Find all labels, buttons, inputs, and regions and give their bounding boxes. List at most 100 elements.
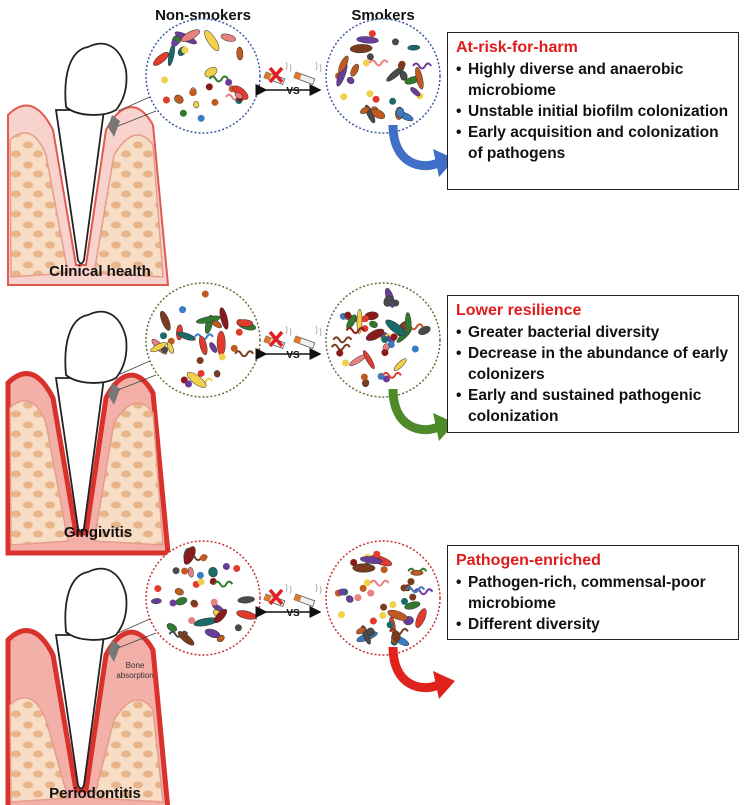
outcome-box: Lower resilienceGreater bacterial divers… <box>447 295 739 433</box>
bacterium-coccus <box>235 328 243 336</box>
outcome-bullet: Early acquisition and colonization of pa… <box>456 122 730 164</box>
bacterium-rod <box>366 627 375 637</box>
bacterium-rod <box>166 623 178 632</box>
bacterium-coccus <box>337 611 345 619</box>
bacterium-spiral <box>368 59 389 67</box>
cigarette-filter <box>263 71 272 80</box>
zoom-line <box>117 110 157 127</box>
bacterium-rod <box>392 631 401 642</box>
outcome-bullet: Decrease in the abundance of early colon… <box>456 343 730 385</box>
bacterium-spiral <box>168 630 189 638</box>
bacterium-rod <box>220 33 236 42</box>
bacterium-coccus <box>379 611 387 619</box>
outcome-list: Greater bacterial diversityDecrease in t… <box>456 322 730 427</box>
bacterium-rod <box>153 51 169 66</box>
bacterium-coccus <box>369 617 377 625</box>
bacterium-coccus <box>362 59 370 67</box>
smoke-icon <box>315 583 322 595</box>
stage-label: Clinical health <box>49 263 151 280</box>
bacterium-coccus <box>230 344 238 352</box>
bacterium-coccus <box>409 593 417 601</box>
bacterium-rod <box>177 631 195 646</box>
bacterium-rod <box>410 87 421 97</box>
bacterium-coccus <box>381 349 389 357</box>
outcome-bullet: Early and sustained pathogenic colonizat… <box>456 385 730 427</box>
zoom-line <box>117 617 153 634</box>
bacterium-rod <box>167 341 174 354</box>
bacterium-rod <box>387 609 408 621</box>
no-smoking-cross-icon <box>268 66 284 84</box>
bacterium-spiral <box>234 350 254 358</box>
bacterium-coccus <box>197 114 205 122</box>
bacterium-coccus <box>350 559 358 567</box>
bacterium-rod <box>216 634 225 643</box>
vs-label: VS <box>286 350 300 361</box>
bacterium-rod <box>209 342 218 353</box>
bacterium-rod <box>418 325 431 335</box>
tooth-crown <box>64 567 128 641</box>
outcome-bullet: Highly diverse and anaerobic microbiome <box>456 59 730 101</box>
bacterium-rod <box>371 108 386 119</box>
outcome-bullet: Unstable initial biofilm colonization <box>456 101 730 122</box>
bacterium-coccus <box>233 564 241 572</box>
no-smoking-cross-icon <box>268 330 284 348</box>
bacterium-rod <box>383 295 394 307</box>
bacterium-rod <box>150 342 167 353</box>
outcome-bullet: Greater bacterial diversity <box>456 322 730 343</box>
bacterium-coccus <box>189 89 197 97</box>
outcome-arrowhead <box>433 671 455 699</box>
bacterium-rod <box>236 46 244 61</box>
bacterium-coccus <box>390 333 398 341</box>
zoom-line <box>117 374 157 391</box>
bacterium-coccus <box>338 588 346 596</box>
bacterium-coccus <box>218 353 226 361</box>
bacterium-rod <box>356 626 367 635</box>
header-smokers: Smokers <box>351 7 414 24</box>
bacterium-coccus <box>397 62 405 70</box>
bacterium-spiral <box>330 343 351 351</box>
outcome-arrow <box>388 646 440 693</box>
bacterium-rod <box>404 601 421 610</box>
tooth-root <box>54 377 106 533</box>
bacterium-coccus <box>159 332 167 340</box>
bacterium-coccus <box>197 369 205 377</box>
outcome-arrow <box>388 388 440 435</box>
bacterium-coccus <box>383 375 391 383</box>
smoke-icon <box>285 325 292 337</box>
outcome-bullet: Pathogen-rich, commensal-poor microbiome <box>456 572 730 614</box>
tooth-root <box>54 634 106 790</box>
outcome-title: Lower resilience <box>456 302 582 319</box>
bacterium-rod <box>363 350 375 369</box>
bacterium-coccus <box>360 373 368 381</box>
bacterium-rod <box>365 328 385 341</box>
zoom-line <box>117 632 157 649</box>
bacterium-rod <box>236 319 254 328</box>
bacterium-rod <box>151 598 162 604</box>
bacterium-coccus <box>197 578 205 586</box>
bacterium-coccus <box>407 578 415 586</box>
outcome-box: At-risk-for-harmHighly diverse and anaer… <box>447 32 739 190</box>
cigarette-filter <box>263 594 272 602</box>
bacterium-coccus <box>367 589 375 597</box>
bacterium-coccus <box>386 621 394 629</box>
bacterium-rod <box>415 608 427 628</box>
alveolar-bone <box>9 132 164 278</box>
bacterium-rod <box>177 331 196 341</box>
plaque-biofilm <box>108 640 120 662</box>
bacterium-coccus <box>359 584 367 592</box>
cigarette-filter <box>293 336 302 344</box>
bacterium-coccus <box>361 325 369 333</box>
tooth-crown <box>64 310 128 384</box>
bacterium-coccus <box>196 356 204 364</box>
bacterium-rod <box>399 70 408 81</box>
zoom-line <box>117 359 153 376</box>
outcome-box: Pathogen-enrichedPathogen-rich, commensa… <box>447 545 739 640</box>
bacterium-rod <box>186 371 207 388</box>
cigarette-filter <box>293 71 302 80</box>
bacterium-coccus <box>336 349 344 357</box>
bacterium-coccus <box>169 599 177 607</box>
zoom-line <box>117 95 153 112</box>
bacterium-rod <box>396 107 405 118</box>
